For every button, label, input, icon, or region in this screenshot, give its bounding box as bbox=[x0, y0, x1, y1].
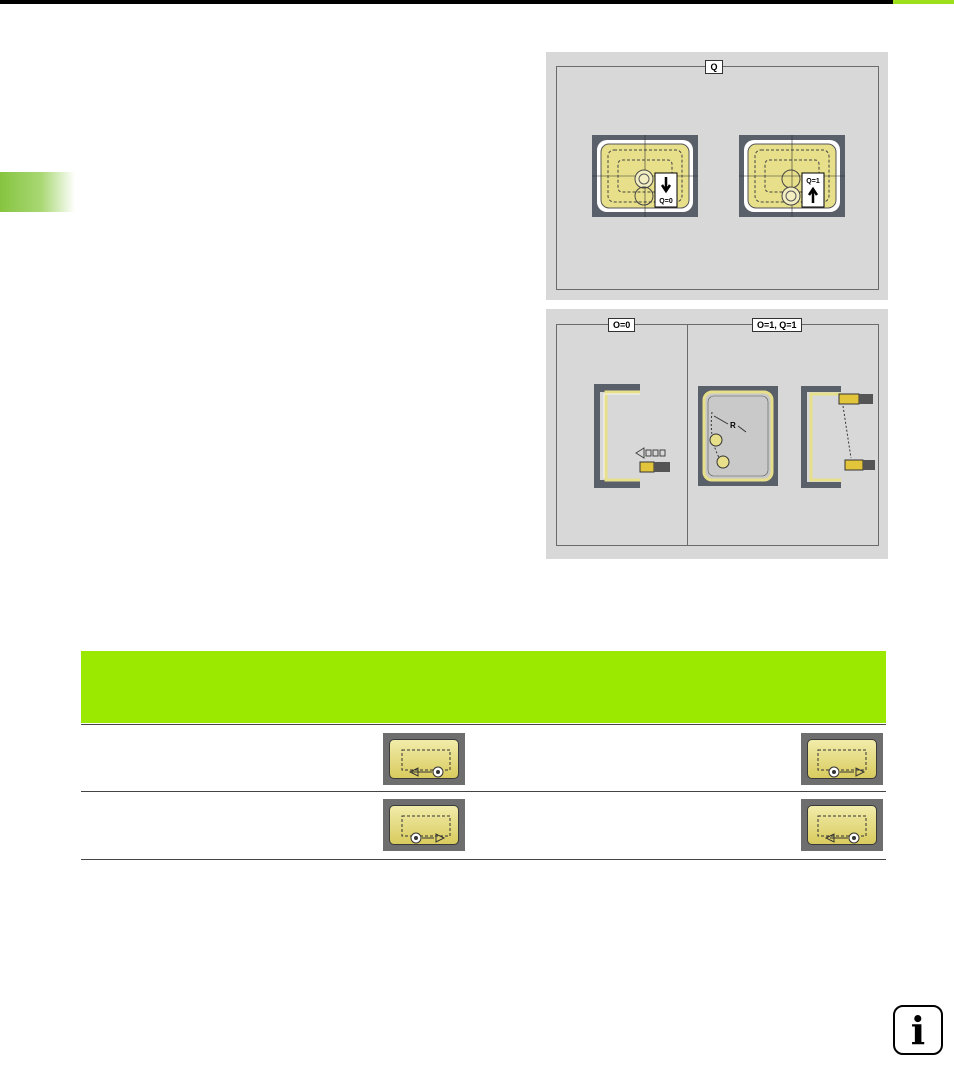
softkey-row1-left[interactable] bbox=[383, 733, 465, 785]
approach-radius-drawing: R bbox=[698, 386, 778, 486]
badge-q1: Q=1 bbox=[806, 178, 820, 185]
figure-q-parameter: Q Q=0 Q=1 bbox=[546, 52, 888, 300]
contour-up-cut-ccw-icon bbox=[807, 739, 877, 779]
figure-o-frame bbox=[556, 324, 879, 546]
figure-q-label: Q bbox=[705, 60, 723, 74]
softkey-row1-right[interactable] bbox=[801, 733, 883, 785]
contour-climb-cw-icon bbox=[807, 805, 877, 845]
badge-q0: Q=0 bbox=[659, 198, 673, 205]
approach-o0-drawing bbox=[594, 384, 670, 488]
chapter-side-tab bbox=[0, 172, 75, 212]
header-rule-black bbox=[0, 0, 893, 4]
header-rule-green bbox=[893, 0, 954, 4]
table-row-1 bbox=[81, 724, 886, 792]
figure-o-divider bbox=[687, 324, 688, 546]
radius-label: R bbox=[730, 421, 736, 430]
softkey-row2-left[interactable] bbox=[383, 799, 465, 851]
contour-climb-cw-icon bbox=[389, 739, 459, 779]
table-row-2 bbox=[81, 791, 886, 860]
softkey-row2-right[interactable] bbox=[801, 799, 883, 851]
approach-o1-drawing bbox=[801, 386, 875, 488]
contour-up-cut-ccw-icon bbox=[389, 805, 459, 845]
pocket-tile-q1: Q=1 bbox=[739, 135, 845, 217]
figure-o-right-label: O=1, Q=1 bbox=[752, 318, 802, 332]
info-icon: i bbox=[893, 1005, 943, 1055]
pocket-tile-q0: Q=0 bbox=[592, 135, 698, 217]
table-header bbox=[81, 651, 886, 723]
figure-o-parameter: O=0 O=1, Q=1 R bbox=[546, 309, 888, 559]
figure-o-left-label: O=0 bbox=[608, 318, 636, 332]
page-header-rule bbox=[0, 0, 954, 10]
